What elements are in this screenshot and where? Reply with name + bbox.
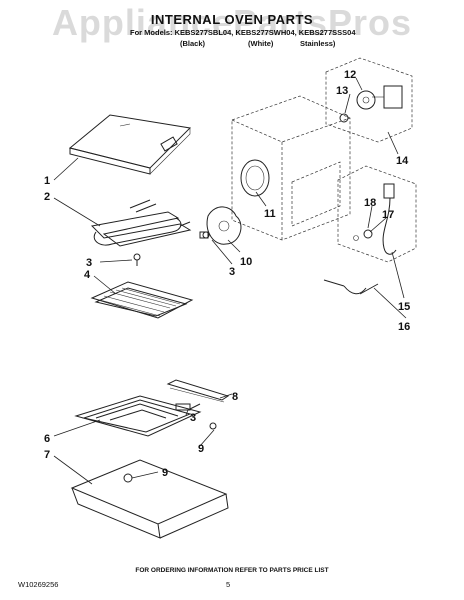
meat-probe-drawing bbox=[323, 279, 379, 295]
callout-3b: 3 bbox=[229, 266, 235, 278]
callout-10: 10 bbox=[240, 256, 252, 268]
drawer-pan-drawing bbox=[70, 459, 229, 539]
screw-drawings bbox=[133, 231, 217, 430]
callout-16: 16 bbox=[398, 321, 410, 333]
convection-fan-drawing bbox=[199, 206, 242, 245]
callout-3c: 3 bbox=[190, 412, 196, 424]
callout-9b: 9 bbox=[162, 467, 168, 479]
callout-2: 2 bbox=[44, 191, 50, 203]
page-number: 5 bbox=[226, 580, 231, 589]
callout-17: 17 bbox=[382, 209, 394, 221]
warming-element-drawing bbox=[74, 395, 202, 437]
callout-15: 15 bbox=[398, 301, 410, 313]
callout-13: 13 bbox=[336, 85, 348, 97]
page-title: INTERNAL OVEN PARTS bbox=[150, 12, 314, 27]
warming-drawer-rail-drawing bbox=[166, 379, 230, 403]
finish-black: (Black) bbox=[180, 39, 206, 48]
watermark-logo: AppliancePartsPros bbox=[51, 2, 413, 43]
callout-9: 9 bbox=[198, 443, 204, 455]
callout-14: 14 bbox=[396, 155, 409, 167]
finish-white: (White) bbox=[248, 39, 274, 48]
callout-labels: 1 2 3 4 3 10 11 12 13 14 18 17 15 16 8 3… bbox=[44, 69, 410, 479]
document-number: W10269256 bbox=[18, 580, 59, 589]
bake-element-drawing bbox=[90, 199, 192, 247]
oven-cavity-drawing bbox=[231, 95, 351, 241]
oven-bottom-panel-drawing bbox=[68, 114, 192, 175]
callout-4: 4 bbox=[84, 269, 91, 281]
finish-stainless: Stainless) bbox=[300, 39, 336, 48]
callout-8: 8 bbox=[232, 391, 238, 403]
leader-lines bbox=[53, 77, 407, 485]
callout-7: 7 bbox=[44, 449, 50, 461]
convection-motor-drawing bbox=[325, 57, 413, 143]
callout-6: 6 bbox=[44, 433, 50, 445]
callout-11: 11 bbox=[264, 208, 276, 220]
callout-3: 3 bbox=[86, 257, 92, 269]
callout-1: 1 bbox=[44, 175, 50, 187]
model-list: For Models: KEBS277SBL04, KEBS277SWH04, … bbox=[130, 28, 356, 37]
oven-rack-drawing bbox=[90, 281, 194, 319]
callout-18: 18 bbox=[364, 197, 376, 209]
callout-12: 12 bbox=[344, 69, 356, 81]
ordering-note: FOR ORDERING INFORMATION REFER TO PARTS … bbox=[135, 567, 329, 574]
